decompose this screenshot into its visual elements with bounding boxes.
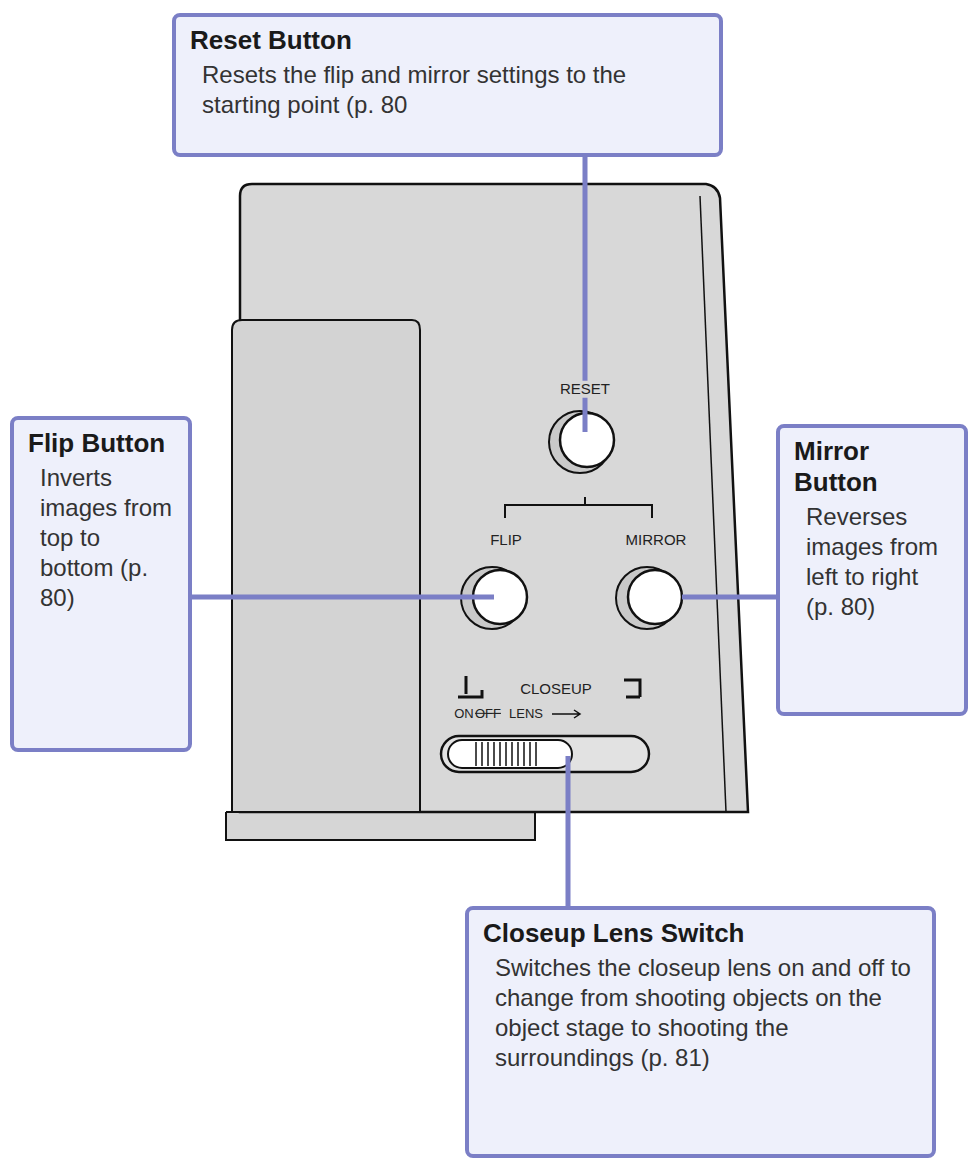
leader-line bbox=[192, 595, 494, 600]
device-label: RESET bbox=[558, 381, 612, 398]
callout-heading: Closeup Lens Switch bbox=[483, 918, 918, 949]
callout-box: Flip ButtonInverts images from top to bo… bbox=[10, 416, 192, 752]
housing-edge bbox=[700, 196, 726, 812]
leader-line bbox=[566, 756, 571, 906]
device-label: MIRROR bbox=[624, 532, 689, 549]
callout-heading: Mirror Button bbox=[794, 436, 950, 498]
reset-button bbox=[549, 411, 614, 473]
callout-box: Closeup Lens SwitchSwitches the closeup … bbox=[465, 906, 936, 1158]
device-label: CLOSEUP bbox=[518, 681, 594, 698]
mirror-button bbox=[616, 567, 682, 629]
callout-description: Reverses images from left to right (p. 8… bbox=[794, 502, 950, 622]
device-label: LENS bbox=[507, 707, 545, 721]
closeup-on-icon bbox=[458, 676, 482, 697]
device-label: ON bbox=[452, 707, 476, 721]
device-base bbox=[226, 812, 535, 840]
device-label: OFF bbox=[473, 707, 503, 721]
side-panel bbox=[232, 320, 420, 812]
leader-line bbox=[682, 595, 776, 600]
slider-track bbox=[441, 736, 649, 772]
callout-description: Inverts images from top to bottom (p. 80… bbox=[28, 463, 174, 613]
housing-bottom bbox=[226, 811, 748, 813]
device-label: FLIP bbox=[488, 532, 524, 549]
direction-arrow bbox=[552, 710, 580, 718]
slider-knob bbox=[448, 740, 572, 768]
callout-description: Resets the flip and mirror settings to t… bbox=[190, 60, 705, 120]
callout-heading: Flip Button bbox=[28, 428, 174, 459]
callout-description: Switches the closeup lens on and off to … bbox=[483, 953, 918, 1073]
callout-box: Mirror ButtonReverses images from left t… bbox=[776, 424, 968, 716]
bracket bbox=[505, 497, 652, 518]
callout-heading: Reset Button bbox=[190, 25, 705, 56]
callout-box: Reset ButtonResets the flip and mirror s… bbox=[172, 13, 723, 157]
closeup-off-icon bbox=[624, 680, 640, 697]
leader-lines bbox=[192, 157, 776, 906]
